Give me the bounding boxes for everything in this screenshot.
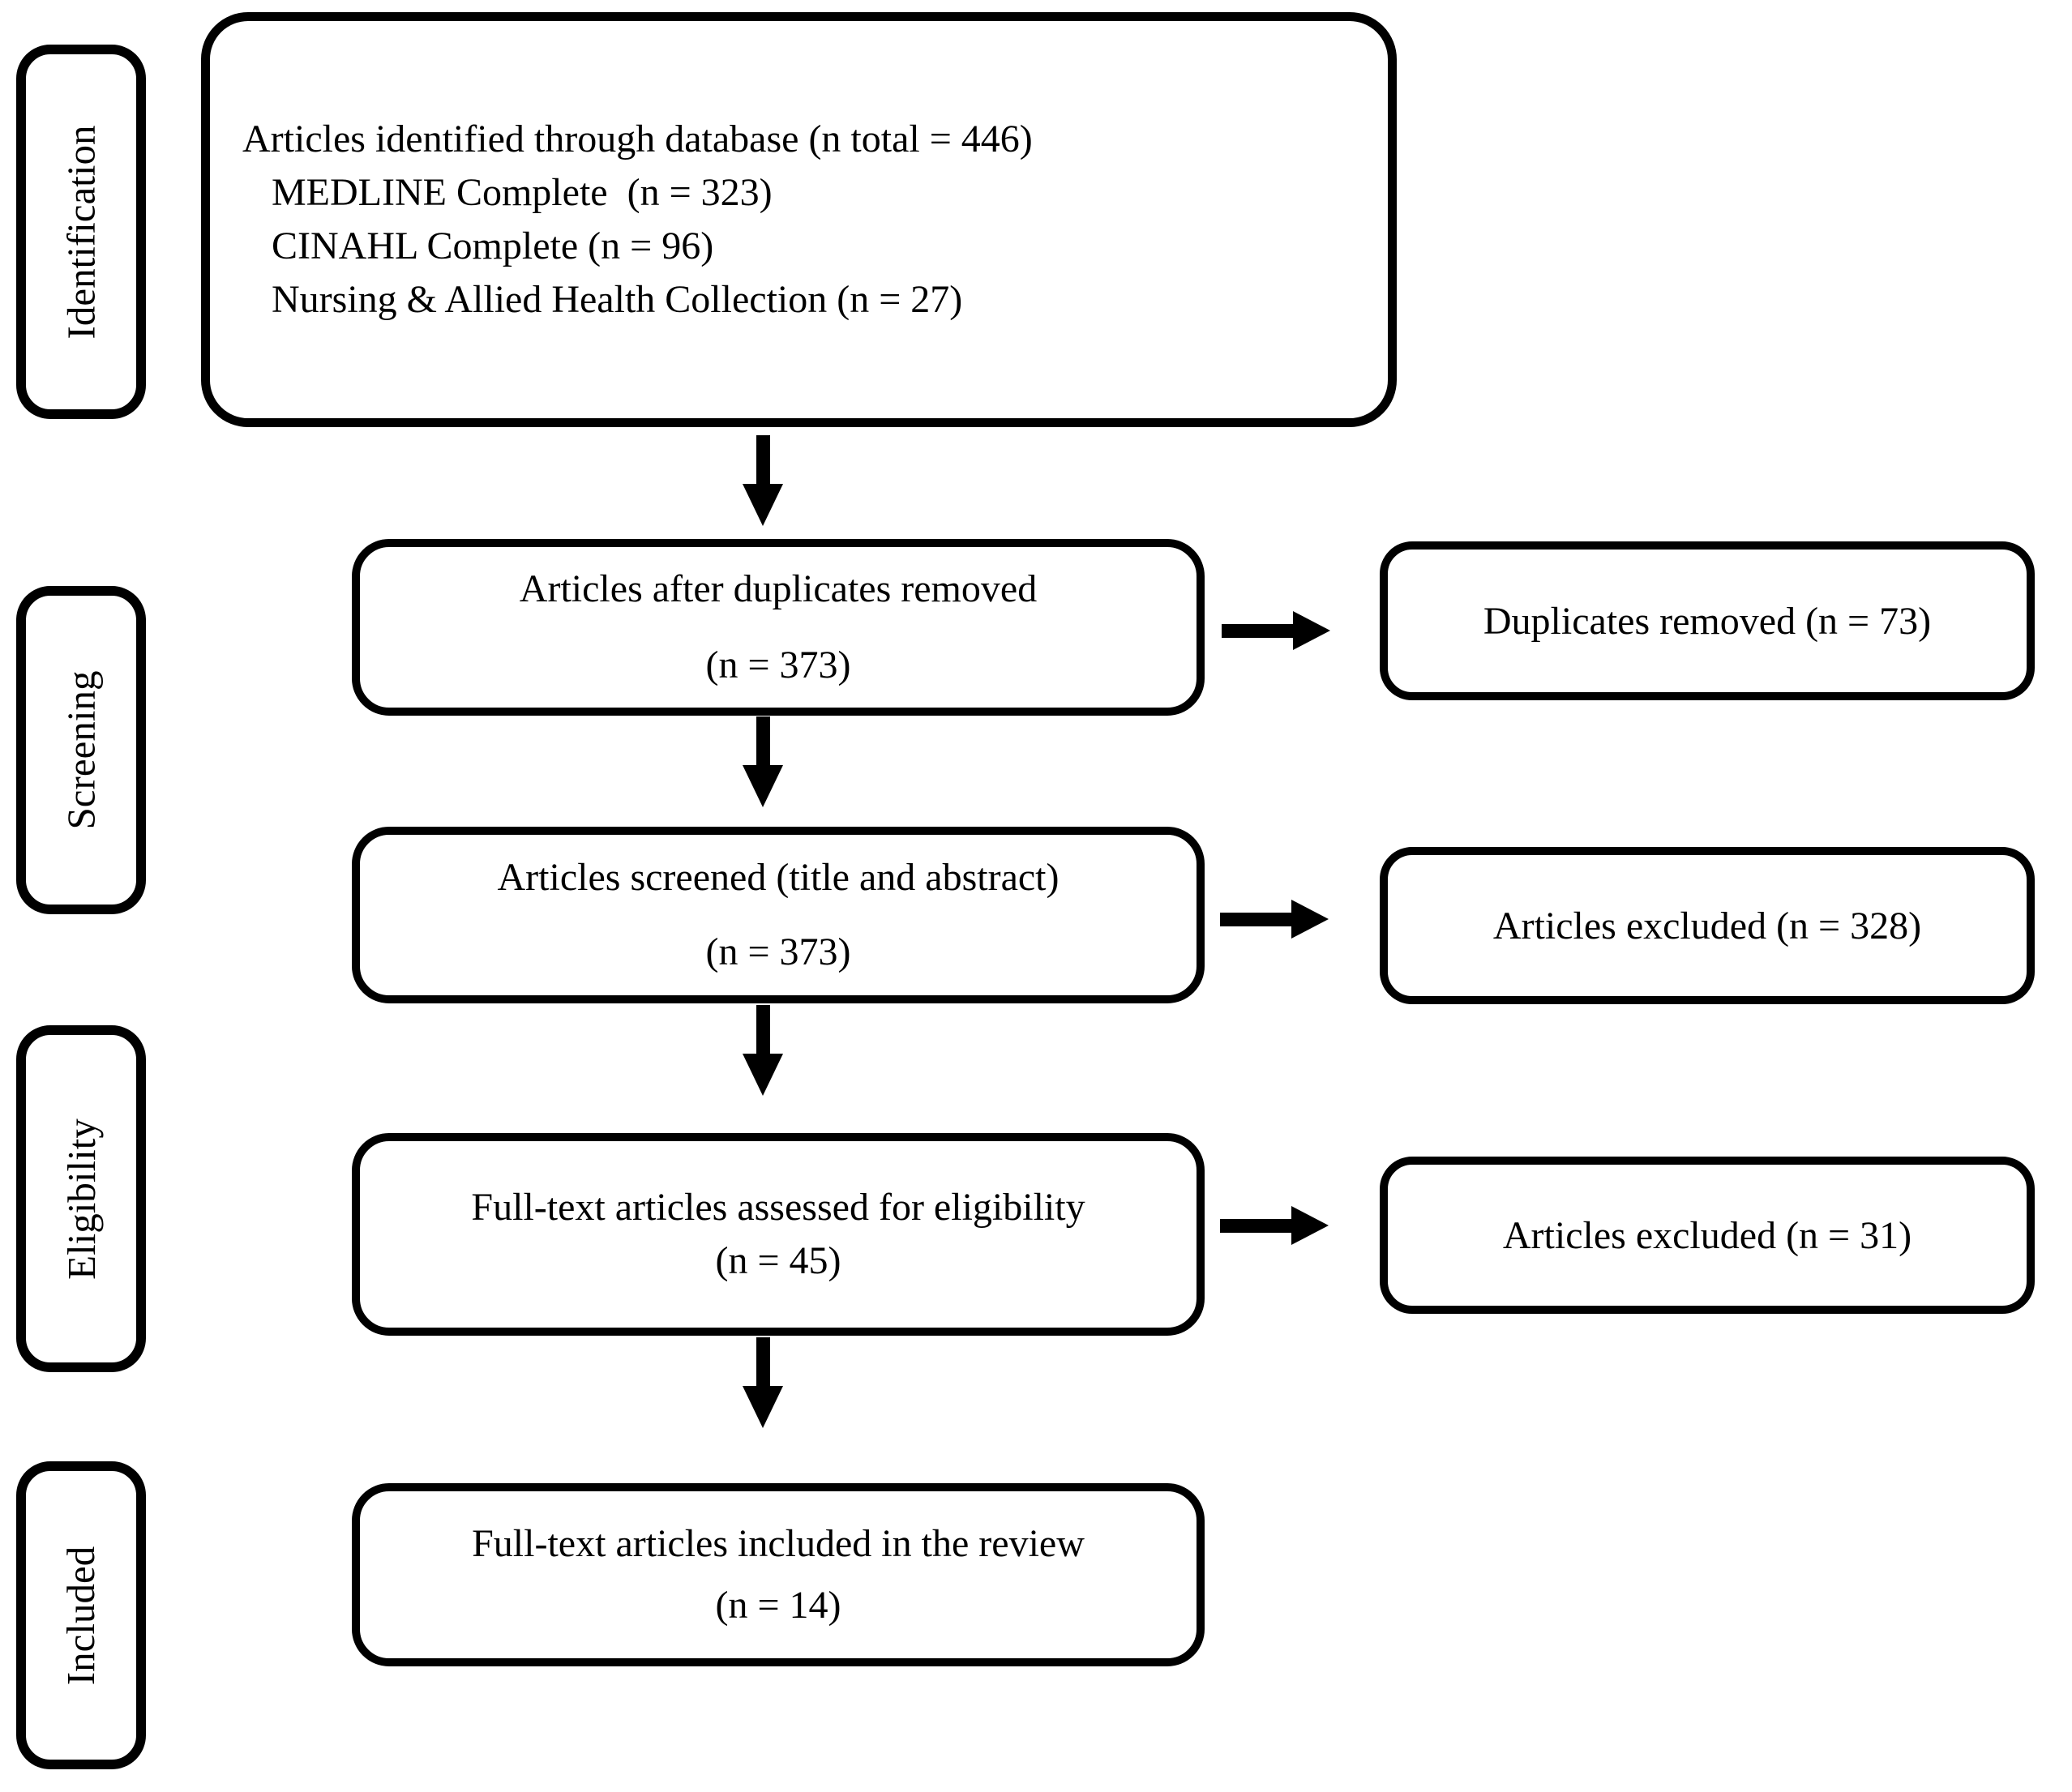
- box-line-title: Duplicates removed (n = 73): [1483, 599, 1932, 643]
- box-line-title: Articles after duplicates removed: [519, 567, 1038, 610]
- box-fulltext-assessed: Full-text articles assessed for eligibil…: [352, 1133, 1205, 1336]
- arrow-head: [743, 765, 783, 807]
- box-line-medline: MEDLINE Complete (n = 323): [272, 171, 773, 214]
- box-duplicates-removed: Duplicates removed (n = 73): [1380, 541, 2035, 700]
- box-line-nursing: Nursing & Allied Health Collection (n = …: [272, 278, 963, 321]
- stage-label-text: Eligibility: [58, 1118, 104, 1280]
- box-line-count: (n = 45): [715, 1239, 841, 1282]
- arrow-head: [743, 1386, 783, 1428]
- arrow-head: [743, 484, 783, 526]
- stage-label-screening: Screening: [16, 586, 146, 914]
- arrow-head: [1293, 611, 1330, 650]
- box-line-count: (n = 373): [705, 930, 851, 973]
- arrow-stem: [1222, 623, 1293, 638]
- arrow-stem: [1220, 1218, 1291, 1233]
- box-fulltext-included: Full-text articles included in the revie…: [352, 1483, 1205, 1666]
- box-articles-identified: Articles identified through database (n …: [201, 12, 1397, 427]
- box-line-cinahl: CINAHL Complete (n = 96): [272, 225, 714, 267]
- box-after-duplicates-removed: Articles after duplicates removed (n = 3…: [352, 539, 1205, 716]
- stage-label-included: Included: [16, 1461, 146, 1769]
- box-line-title: Full-text articles included in the revie…: [472, 1522, 1085, 1565]
- right-arrow-icon: [1220, 900, 1329, 939]
- box-articles-excluded-fulltext: Articles excluded (n = 31): [1380, 1157, 2035, 1314]
- arrow-head: [1291, 900, 1329, 939]
- down-arrow-icon: [743, 1005, 783, 1096]
- stage-label-identification: Identification: [16, 45, 146, 419]
- box-articles-screened: Articles screened (title and abstract) (…: [352, 827, 1205, 1003]
- arrow-head: [1291, 1206, 1329, 1245]
- stage-label-text: Screening: [58, 670, 104, 830]
- right-arrow-icon: [1220, 1206, 1329, 1245]
- box-line-count: (n = 14): [715, 1584, 841, 1627]
- box-line-title: Articles screened (title and abstract): [497, 856, 1060, 899]
- arrow-head: [743, 1054, 783, 1096]
- arrow-stem: [756, 435, 770, 484]
- right-arrow-icon: [1222, 611, 1330, 650]
- arrow-stem: [756, 716, 770, 765]
- arrow-stem: [1220, 912, 1291, 926]
- arrow-stem: [756, 1005, 770, 1054]
- box-line-total: Articles identified through database (n …: [242, 118, 1033, 160]
- stage-label-eligibility: Eligibility: [16, 1025, 146, 1372]
- box-articles-excluded-screening: Articles excluded (n = 328): [1380, 847, 2035, 1004]
- down-arrow-icon: [743, 435, 783, 526]
- stage-label-text: Included: [58, 1546, 104, 1685]
- arrow-stem: [756, 1337, 770, 1386]
- down-arrow-icon: [743, 716, 783, 807]
- down-arrow-icon: [743, 1337, 783, 1428]
- box-line-title: Full-text articles assessed for eligibil…: [471, 1186, 1085, 1229]
- stage-label-text: Identification: [58, 125, 104, 339]
- box-line-title: Articles excluded (n = 31): [1502, 1213, 1912, 1257]
- box-line-count: (n = 373): [705, 644, 851, 686]
- box-line-title: Articles excluded (n = 328): [1492, 904, 1922, 947]
